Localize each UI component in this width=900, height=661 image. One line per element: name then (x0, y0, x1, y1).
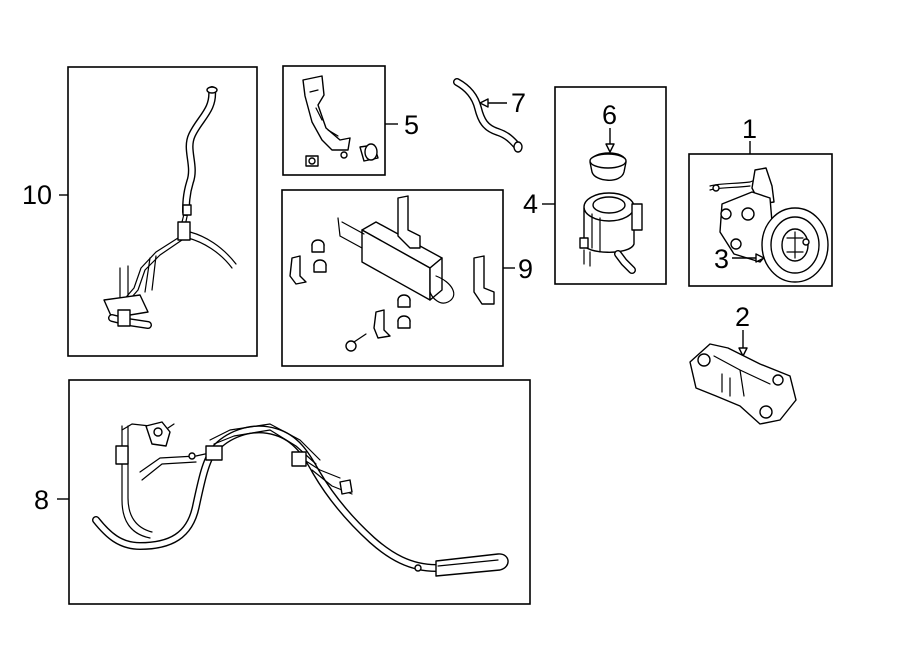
group-8-pressure-hose[interactable]: 8 (34, 379, 531, 605)
callout-5: 5 (404, 110, 419, 140)
group-8-box (68, 379, 531, 605)
pump-drawing (709, 167, 829, 283)
hose-7-drawing (453, 78, 523, 153)
callout-3: 3 (714, 244, 729, 274)
group-10-return-hose[interactable]: 10 (22, 66, 258, 357)
group-9-cooler[interactable]: 9 (281, 189, 533, 367)
callout-4: 4 (523, 189, 538, 219)
callout-10: 10 (22, 180, 52, 210)
callout-2: 2 (735, 302, 750, 332)
group-5-box (282, 65, 386, 176)
group-1-pump[interactable]: 1 3 (688, 114, 833, 287)
group-5-bracket[interactable]: 5 (282, 65, 419, 176)
arrow-3 (755, 253, 765, 263)
group-4-reservoir[interactable]: 6 4 (523, 86, 667, 285)
arrow-7 (479, 98, 489, 108)
pressure-hose-drawing (92, 421, 509, 577)
arrow-2 (738, 347, 748, 357)
group-10-box (67, 66, 258, 357)
callout-7: 7 (511, 88, 526, 118)
callout-1: 1 (742, 114, 757, 144)
reservoir-drawing (579, 152, 643, 274)
group-9-box (281, 189, 504, 367)
arrow-6 (605, 143, 615, 153)
group-1-box (688, 153, 833, 287)
group-4-box (554, 86, 667, 285)
bracket-drawing (302, 75, 379, 167)
bracket-2-drawing (689, 343, 797, 425)
part-7-hose[interactable]: 7 (453, 78, 526, 153)
return-hose-drawing (103, 86, 237, 329)
part-2-bracket[interactable]: 2 (689, 302, 797, 425)
callout-8: 8 (34, 485, 49, 515)
callout-9: 9 (518, 254, 533, 284)
cooler-drawing (289, 195, 495, 352)
callout-6: 6 (602, 100, 617, 130)
